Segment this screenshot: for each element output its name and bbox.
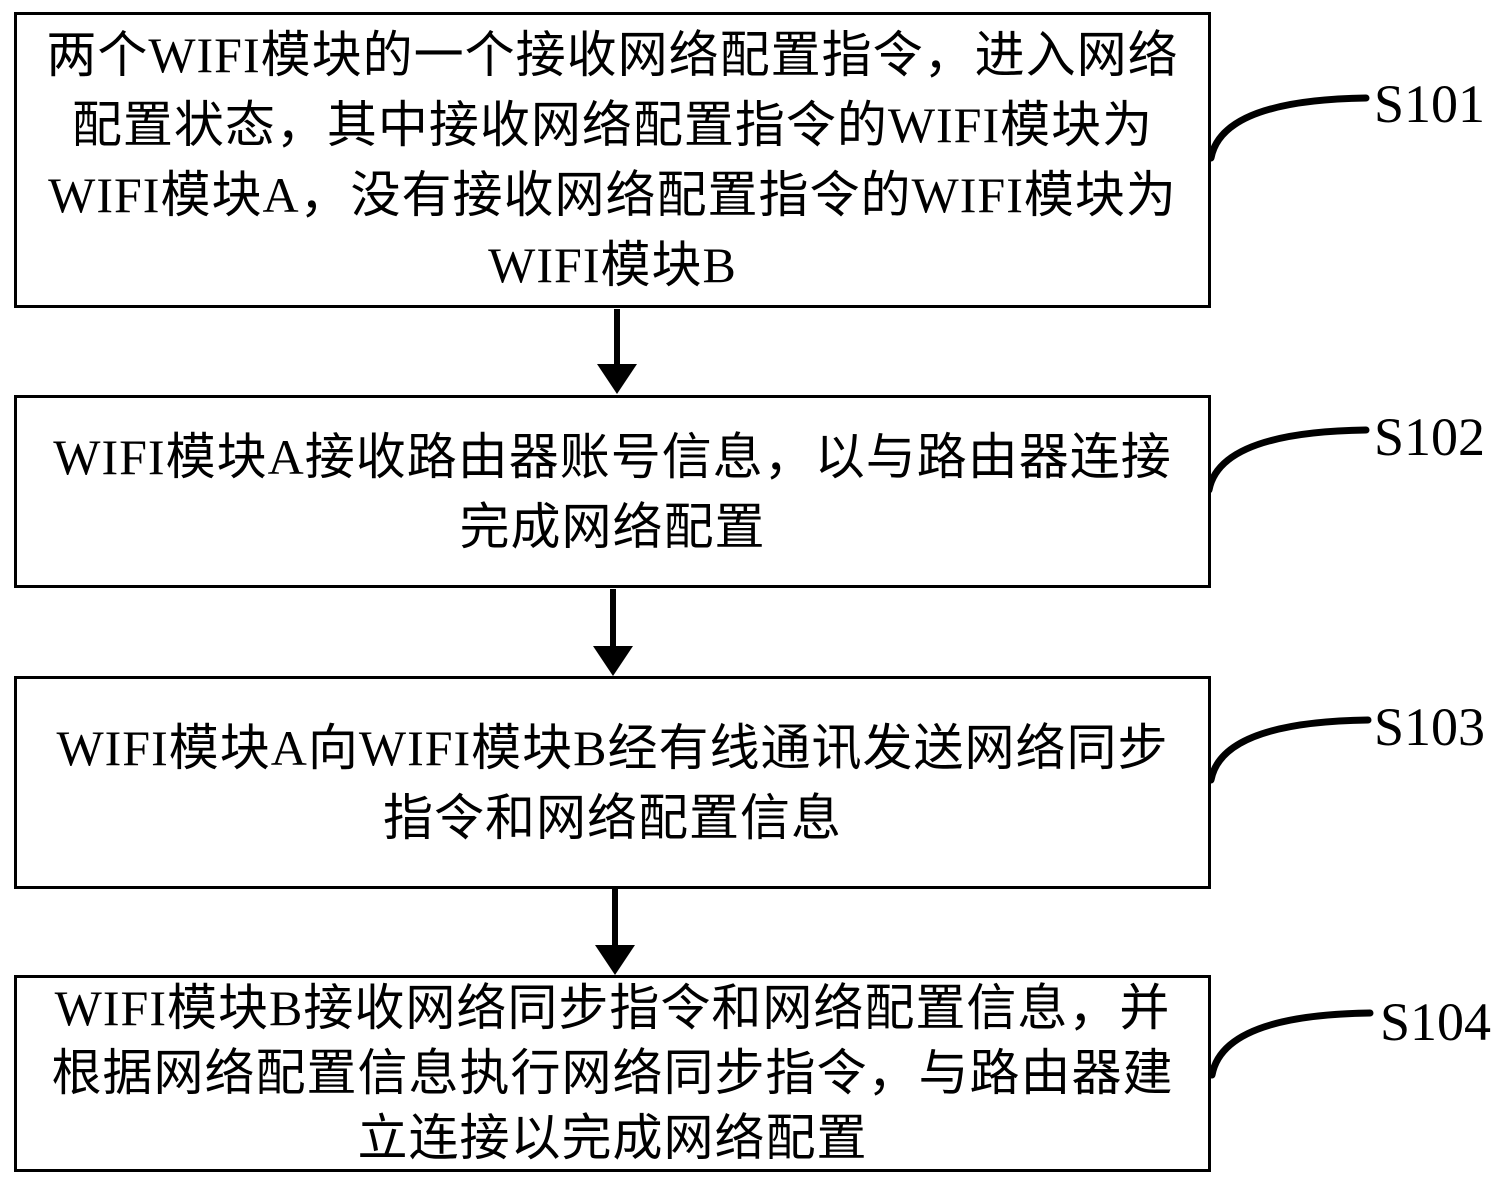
step-text-line: WIFI模块B接收网络同步指令和网络配置信息，并 — [54, 980, 1171, 1036]
step-text-s101: 两个WIFI模块的一个接收网络配置指令，进入网络 配置状态，其中接收网络配置指令… — [17, 20, 1208, 300]
step-text-line: 两个WIFI模块的一个接收网络配置指令，进入网络 — [46, 27, 1179, 83]
step-text-line: 配置状态，其中接收网络配置指令的WIFI模块为 — [71, 97, 1154, 153]
leader-line-s103 — [1207, 716, 1372, 784]
arrow-head-icon — [597, 364, 637, 394]
step-box-s103: WIFI模块A向WIFI模块B经有线通讯发送网络同步 指令和网络配置信息 — [14, 676, 1211, 889]
step-text-s103: WIFI模块A向WIFI模块B经有线通讯发送网络同步 指令和网络配置信息 — [17, 713, 1208, 853]
arrow-head-icon — [595, 945, 635, 975]
step-label-s102: S102 — [1374, 407, 1486, 467]
step-text-line: 完成网络配置 — [459, 498, 766, 555]
step-box-s102: WIFI模块A接收路由器账号信息，以与路由器连接 完成网络配置 — [14, 395, 1211, 588]
step-text-line: WIFI模块A向WIFI模块B经有线通讯发送网络同步 — [56, 719, 1169, 776]
step-text-line: WIFI模块B — [488, 237, 737, 293]
leader-line-s104 — [1208, 1009, 1374, 1079]
step-text-line: WIFI模块A接收路由器账号信息，以与路由器连接 — [53, 428, 1172, 485]
step-text-s102: WIFI模块A接收路由器账号信息，以与路由器连接 完成网络配置 — [17, 422, 1208, 562]
step-label-s103: S103 — [1374, 697, 1486, 757]
arrow-stem — [612, 889, 618, 949]
arrow-stem — [614, 309, 620, 368]
step-box-s101: 两个WIFI模块的一个接收网络配置指令，进入网络 配置状态，其中接收网络配置指令… — [14, 12, 1211, 308]
step-text-s104: WIFI模块B接收网络同步指令和网络配置信息，并 根据网络配置信息执行网络同步指… — [17, 976, 1208, 1171]
flow-arrow-down-3 — [595, 889, 635, 975]
step-text-line: WIFI模块A，没有接收网络配置指令的WIFI模块为 — [48, 167, 1177, 223]
leader-line-s101 — [1207, 94, 1370, 162]
flow-arrow-down-1 — [597, 309, 637, 394]
step-box-s104: WIFI模块B接收网络同步指令和网络配置信息，并 根据网络配置信息执行网络同步指… — [14, 975, 1211, 1172]
arrow-stem — [610, 589, 616, 650]
step-text-line: 根据网络配置信息执行网络同步指令，与路由器建 — [51, 1045, 1174, 1101]
step-text-line: 立连接以完成网络配置 — [357, 1110, 868, 1166]
step-text-line: 指令和网络配置信息 — [383, 789, 842, 846]
arrow-head-icon — [593, 646, 633, 676]
flow-arrow-down-2 — [593, 589, 633, 676]
step-label-s104: S104 — [1380, 992, 1492, 1052]
step-label-s101: S101 — [1374, 74, 1486, 134]
leader-line-s102 — [1205, 426, 1370, 494]
